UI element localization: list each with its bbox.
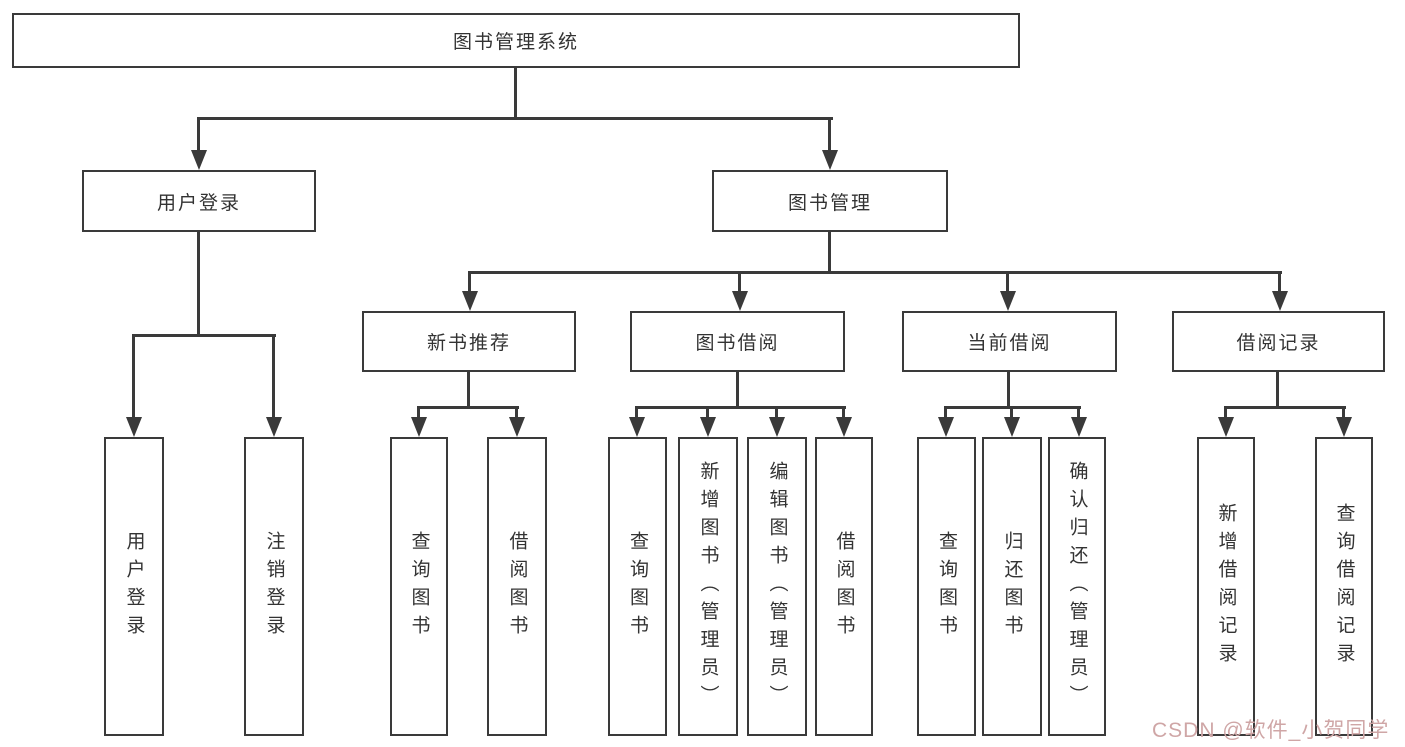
node-user-login: 用户登录 (82, 170, 316, 232)
connector-user-login-stem (197, 232, 200, 336)
connector-section-bar (417, 406, 519, 409)
connector-stem-book-management (828, 117, 831, 153)
connector-stem-section (468, 271, 471, 295)
connector-stem-user-login (197, 117, 200, 153)
csdn-watermark: CSDN @软件_小贺同学 (1152, 719, 1390, 742)
node-new-book-recommend: 新书推荐 (362, 311, 576, 372)
connector-section-stem (736, 372, 739, 408)
connector-stem-leaf (706, 406, 709, 420)
connector-stem-section (738, 271, 741, 295)
arrow-down-icon (836, 417, 852, 437)
leaf-borrow-books: 借阅图书 (815, 437, 873, 736)
leaf-borrow-books-recommend: 借阅图书 (487, 437, 547, 736)
leaf-return-books: 归还图书 (982, 437, 1042, 736)
arrow-down-icon (1218, 417, 1234, 437)
connector-stem-leaf (1342, 406, 1345, 420)
arrow-down-icon (1071, 417, 1087, 437)
leaf-query-books-current: 查询图书 (917, 437, 976, 736)
connector-stem-leaf (272, 334, 275, 420)
connector-stem-leaf (1224, 406, 1227, 420)
leaf-edit-books-admin: 编辑图书（管理员） (747, 437, 807, 736)
connector-book-management-stem (828, 232, 831, 274)
connector-stem-section (1278, 271, 1281, 295)
connector-stem-leaf (944, 406, 947, 420)
connector-stem-leaf (842, 406, 845, 420)
connector-section-stem (1007, 372, 1010, 408)
arrow-down-icon (509, 417, 525, 437)
arrow-down-icon (266, 417, 282, 437)
connector-section-bar (1224, 406, 1346, 409)
node-book-management: 图书管理 (712, 170, 948, 232)
connector-stem-leaf (417, 406, 420, 420)
arrow-down-icon (732, 291, 748, 311)
connector-stem-section (1006, 271, 1009, 295)
connector-user-login-bar (132, 334, 276, 337)
arrow-down-icon (938, 417, 954, 437)
arrow-down-icon (411, 417, 427, 437)
connector-stem-leaf (515, 406, 518, 420)
connector-section-stem (467, 372, 470, 408)
leaf-query-books-borrowing: 查询图书 (608, 437, 667, 736)
node-current-borrowing: 当前借阅 (902, 311, 1117, 372)
leaf-query-borrow-record: 查询借阅记录 (1315, 437, 1373, 736)
connector-stem-leaf (1077, 406, 1080, 420)
connector-stem-leaf (775, 406, 778, 420)
arrow-down-icon (700, 417, 716, 437)
connector-stem-leaf (635, 406, 638, 420)
connector-section-bar (635, 406, 846, 409)
leaf-user-login: 用户登录 (104, 437, 164, 736)
arrow-down-icon (1272, 291, 1288, 311)
arrow-down-icon (1004, 417, 1020, 437)
leaf-logout: 注销登录 (244, 437, 304, 736)
leaf-add-books-admin: 新增图书（管理员） (678, 437, 738, 736)
arrow-down-icon (1336, 417, 1352, 437)
arrow-down-icon (629, 417, 645, 437)
node-borrowing-records: 借阅记录 (1172, 311, 1385, 372)
arrow-down-icon (1000, 291, 1016, 311)
leaf-add-borrow-record: 新增借阅记录 (1197, 437, 1255, 736)
connector-stem-leaf (132, 334, 135, 420)
connector-root-stem (514, 68, 517, 120)
leaf-confirm-return-admin: 确认归还（管理员） (1048, 437, 1106, 736)
node-root: 图书管理系统 (12, 13, 1020, 68)
connector-stem-leaf (1010, 406, 1013, 420)
arrow-down-icon (462, 291, 478, 311)
connector-section-stem (1276, 372, 1279, 408)
arrow-down-icon (822, 150, 838, 170)
node-book-borrowing: 图书借阅 (630, 311, 845, 372)
connector-root-bar (197, 117, 833, 120)
connector-book-management-bar (468, 271, 1282, 274)
arrow-down-icon (191, 150, 207, 170)
arrow-down-icon (126, 417, 142, 437)
arrow-down-icon (769, 417, 785, 437)
leaf-query-books-recommend: 查询图书 (390, 437, 448, 736)
